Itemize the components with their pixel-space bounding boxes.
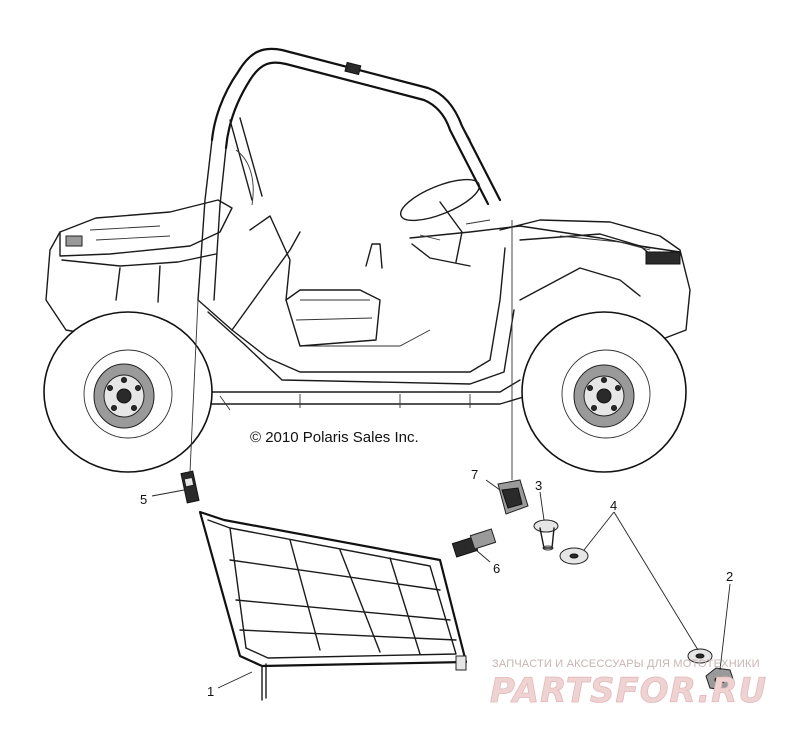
callout-4: 4 (610, 498, 617, 513)
rear-wheel (43, 311, 213, 473)
seat (249, 215, 383, 347)
callout-1: 1 (207, 684, 214, 699)
leader-lines (151, 220, 731, 689)
part-5-latch (180, 470, 200, 504)
body-side (197, 231, 541, 411)
watermark-brand: PARTSFOR.RU (490, 671, 767, 711)
copyright-text: © 2010 Polaris Sales Inc. (250, 429, 419, 446)
callouts: 1 2 3 4 5 6 7 (140, 467, 733, 699)
part-7-clip (497, 479, 529, 515)
part-1-net-frame (198, 510, 468, 701)
steering-and-dash (400, 178, 651, 267)
callout-5: 5 (140, 492, 147, 507)
front-wheel (521, 311, 687, 473)
callout-7: 7 (471, 467, 478, 482)
watermark: ЗАПЧАСТИ И АКСЕССУАРЫ ДЛЯ МОТОТЕХНИКИ PA… (490, 658, 767, 711)
part-6-buckle (451, 528, 497, 558)
watermark-tagline: ЗАПЧАСТИ И АКСЕССУАРЫ ДЛЯ МОТОТЕХНИКИ (492, 658, 760, 670)
front-fender (499, 219, 691, 341)
roll-cage (197, 47, 502, 301)
vehicle-illustration (43, 47, 691, 473)
part-3-push-rivet (533, 519, 559, 551)
callout-2: 2 (726, 569, 733, 584)
callout-3: 3 (535, 478, 542, 493)
part-2-nut (705, 667, 735, 691)
part-4-washer (559, 547, 713, 664)
callout-6: 6 (493, 561, 500, 576)
